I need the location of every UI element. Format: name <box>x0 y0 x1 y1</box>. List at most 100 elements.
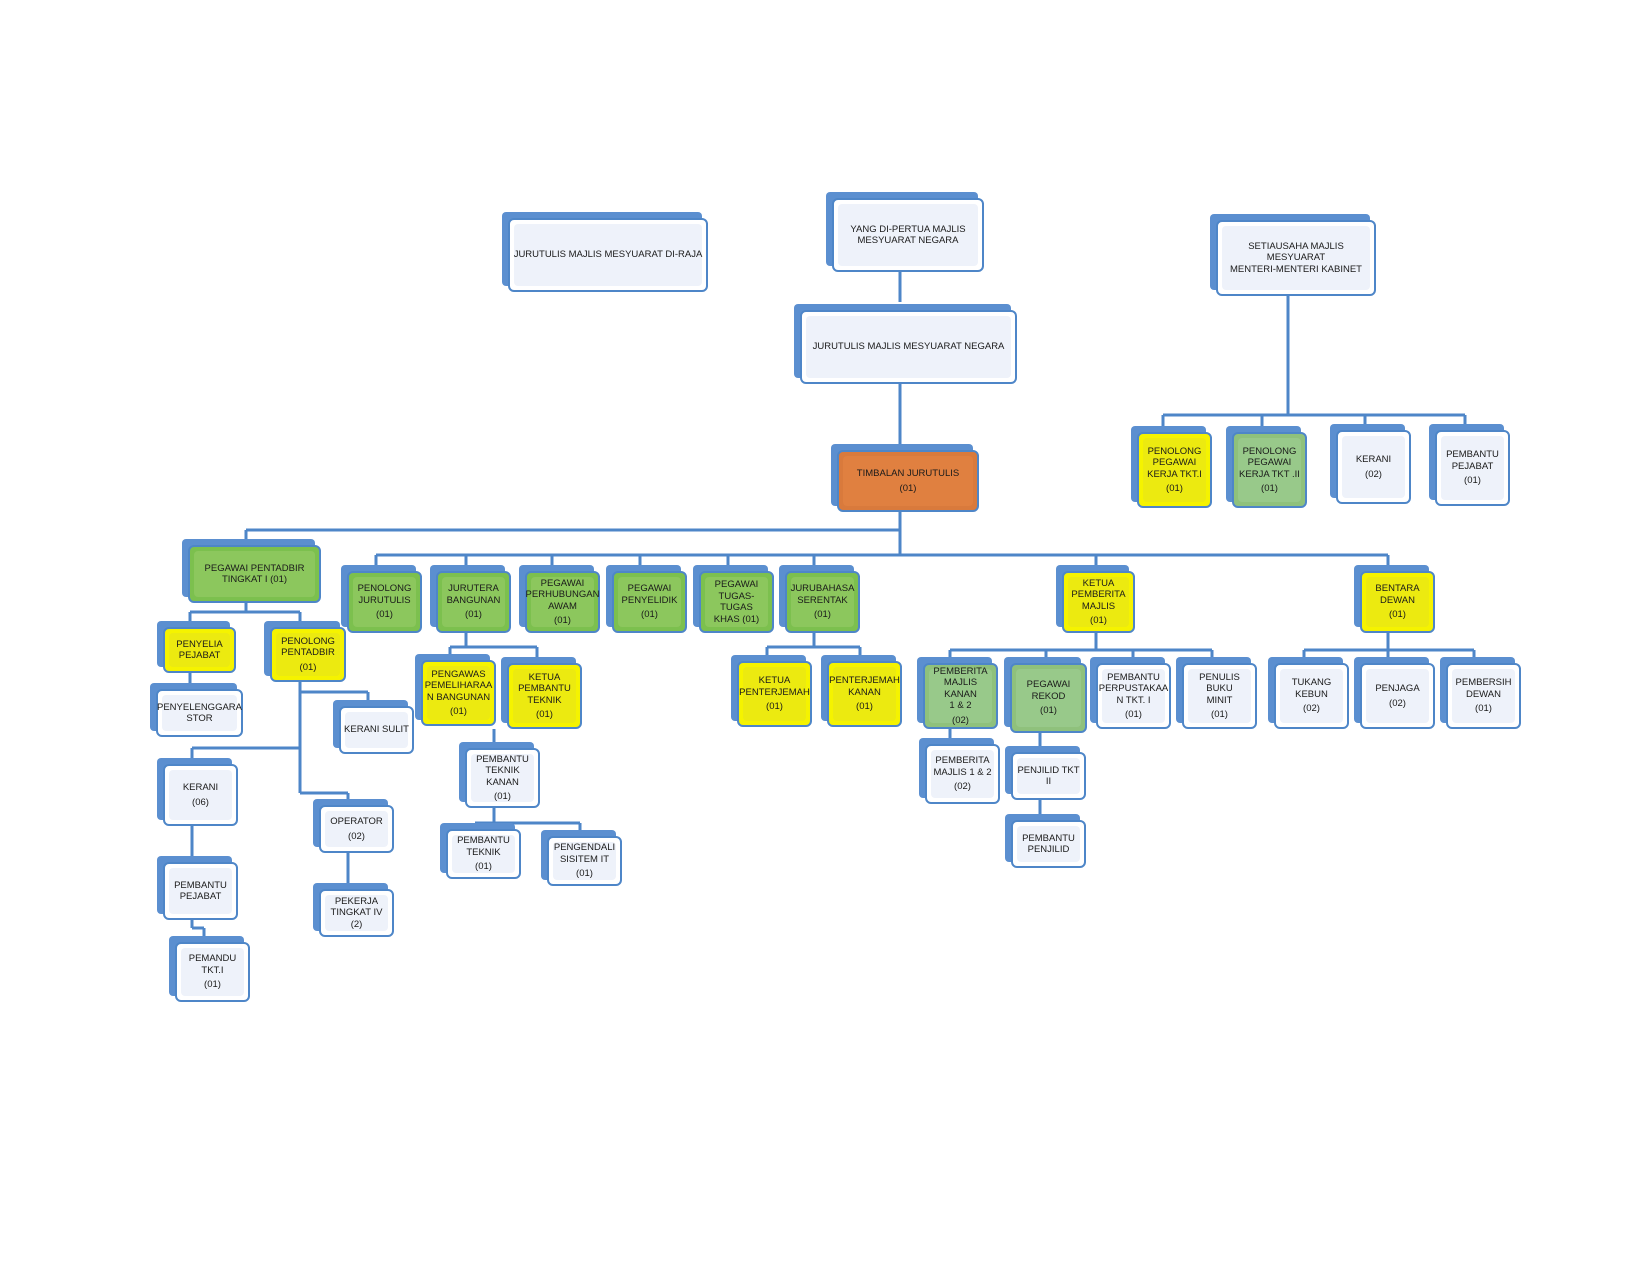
node-pembantu-teknik: PEMBANTU TEKNIK (01) <box>440 823 521 879</box>
node-count: (01) <box>899 482 917 494</box>
node-label: BENTARA DEWAN <box>1375 583 1420 606</box>
node-count: (01) <box>376 609 393 621</box>
node-pegawai-tugas-khas: PEGAWAI TUGAS-TUGAS KHAS (01) <box>693 565 774 633</box>
node-pemandu: PEMANDU TKT.I (01) <box>169 936 250 1002</box>
node-count: (01) <box>856 701 873 713</box>
node-label: KETUA PEMBANTU TEKNIK <box>518 671 571 706</box>
node-pengawas-pemeliharaan: PENGAWAS PEMELIHARAA N BANGUNAN (01) <box>415 654 496 726</box>
node-setiausaha-kabinet: SETIAUSAHA MAJLIS MESYUARAT MENTERI-MENT… <box>1210 214 1376 296</box>
node-label: PEGAWAI PERHUBUNGAN AWAM <box>525 577 600 612</box>
node-label: PEGAWAI PENTADBIR TINGKAT I (01) <box>204 562 305 586</box>
node-pembantu-pejabat-kabinet: PEMBANTU PEJABAT (01) <box>1429 424 1510 506</box>
node-operator: OPERATOR (02) <box>313 799 394 853</box>
node-count: (01) <box>1464 475 1481 487</box>
node-ketua-pembantu-teknik: KETUA PEMBANTU TEKNIK (01) <box>501 657 582 729</box>
node-label: PEMBANTU TEKNIK <box>457 835 510 858</box>
node-label: JURUBAHASA SERENTAK <box>790 583 855 606</box>
node-count: (01) <box>1261 483 1278 494</box>
node-label: PENOLONG JURUTULIS <box>357 583 412 606</box>
node-label: PENGENDALI SISITEM IT <box>553 842 616 865</box>
node-penyelia-pejabat: PENYELIA PEJABAT <box>157 621 236 673</box>
node-kerani-sulit: KERANI SULIT <box>333 700 414 754</box>
node-count: (01) <box>814 609 831 621</box>
node-label: PENYELENGGARA STOR <box>157 701 242 725</box>
node-label: PEMBERSIH DEWAN <box>1455 677 1512 700</box>
node-count: (02) <box>952 714 969 726</box>
node-label: PENOLONG PEGAWAI KERJA TKT.I <box>1147 445 1202 480</box>
node-jurutera-bangunan: JURUTERA BANGUNAN (01) <box>430 565 511 633</box>
node-count: (06) <box>192 796 209 808</box>
node-label: PEMBERITA MAJLIS 1 & 2 <box>933 755 992 778</box>
node-count: (02) <box>1389 697 1406 709</box>
node-penulis-buku-minit: PENULIS BUKU MINIT (01) <box>1176 657 1257 729</box>
node-timbalan-jurutulis: TIMBALAN JURUTULIS (01) <box>831 444 979 512</box>
node-pemberita-kanan: PEMBERITA MAJLIS KANAN 1 & 2 (02) <box>917 657 998 729</box>
node-label: PEMBANTU TEKNIK KANAN <box>476 753 529 788</box>
node-label: PENYELIA PEJABAT <box>176 638 223 662</box>
node-label: SETIAUSAHA MAJLIS MESYUARAT MENTERI-MENT… <box>1230 240 1362 275</box>
node-count: (01) <box>536 709 553 720</box>
node-label: KERANI <box>1355 454 1392 465</box>
node-pembersih-dewan: PEMBERSIH DEWAN (01) <box>1440 657 1521 729</box>
node-count: (02) <box>348 830 365 842</box>
node-label: PEKERJA TINGKAT IV (2) <box>330 895 383 930</box>
node-label: JURUTULIS MAJLIS MESYUARAT NEGARA <box>812 341 1005 353</box>
node-count: (02) <box>1303 703 1320 715</box>
node-count: (01) <box>766 701 783 713</box>
node-pegawai-perhubungan: PEGAWAI PERHUBUNGAN AWAM (01) <box>519 565 600 633</box>
node-label: PEMBANTU PEJABAT <box>1446 449 1499 472</box>
node-label: PENTERJEMAH KANAN <box>829 675 900 698</box>
node-label: PEGAWAI TUGAS-TUGAS KHAS (01) <box>713 579 760 625</box>
node-penterjemah-kanan: PENTERJEMAH KANAN (01) <box>821 655 902 727</box>
node-label: PENGAWAS PEMELIHARAA N BANGUNAN <box>424 668 493 703</box>
node-label: YANG DI-PERTUA MAJLIS MESYUARAT NEGARA <box>850 223 966 247</box>
node-label: PEMBANTU PERPUSTAKAA N TKT. I <box>1098 671 1169 706</box>
node-count: (01) <box>494 791 511 802</box>
node-label: TUKANG KEBUN <box>1291 677 1332 700</box>
node-label: PEMBANTU PENJILID <box>1022 832 1075 856</box>
node-label: PENJAGA <box>1375 683 1420 694</box>
node-count: (01) <box>1166 483 1183 494</box>
node-penolong-kerja-1: PENOLONG PEGAWAI KERJA TKT.I (01) <box>1131 426 1212 508</box>
node-count: (01) <box>1389 609 1406 621</box>
node-label: PEGAWAI PENYELIDIK <box>621 583 678 606</box>
node-penjilid-tkt-2: PENJILID TKT II <box>1005 746 1086 800</box>
node-jurubahasa-serentak: JURUBAHASA SERENTAK (01) <box>779 565 860 633</box>
node-count: (01) <box>475 861 492 873</box>
node-pegawai-pentadbir-1: PEGAWAI PENTADBIR TINGKAT I (01) <box>182 539 321 603</box>
node-ketua-penterjemah: KETUA PENTERJEMAH (01) <box>731 655 812 727</box>
node-penolong-pentadbir: PENOLONG PENTADBIR (01) <box>264 621 346 682</box>
node-count: (01) <box>554 615 571 626</box>
node-yang-dipertua: YANG DI-PERTUA MAJLIS MESYUARAT NEGARA <box>826 192 984 272</box>
node-pembantu-perpustakaan: PEMBANTU PERPUSTAKAA N TKT. I (01) <box>1090 657 1171 729</box>
node-label: PEGAWAI REKOD <box>1026 679 1071 702</box>
node-kerani: KERANI (06) <box>157 758 238 826</box>
node-count: (01) <box>641 609 658 621</box>
node-label: OPERATOR <box>330 816 383 827</box>
node-penjaga: PENJAGA (02) <box>1354 657 1435 729</box>
node-pembantu-pejabat: PEMBANTU PEJABAT <box>157 856 238 920</box>
node-pemberita-majlis: PEMBERITA MAJLIS 1 & 2 (02) <box>919 738 1000 804</box>
node-label: JURUTULIS MAJLIS MESYUARAT DI-RAJA <box>513 249 703 261</box>
node-count: (01) <box>1040 705 1057 717</box>
node-count: (01) <box>450 706 467 717</box>
node-label: JURUTERA BANGUNAN <box>446 583 501 606</box>
node-count: (02) <box>954 781 971 793</box>
node-count: (01) <box>1475 703 1492 715</box>
node-label: PEMBERITA MAJLIS KANAN 1 & 2 <box>933 665 988 712</box>
node-jurutulis-negara: JURUTULIS MAJLIS MESYUARAT NEGARA <box>794 304 1017 384</box>
node-jurutulis-diraja: JURUTULIS MAJLIS MESYUARAT DI-RAJA <box>502 212 708 292</box>
node-ketua-pemberita: KETUA PEMBERITA MAJLIS (01) <box>1056 565 1135 633</box>
node-penolong-jurutulis: PENOLONG JURUTULIS (01) <box>341 565 422 633</box>
node-pegawai-rekod: PEGAWAI REKOD (01) <box>1004 657 1087 733</box>
node-pembantu-teknik-kanan: PEMBANTU TEKNIK KANAN (01) <box>459 742 540 808</box>
node-penolong-kerja-2: PENOLONG PEGAWAI KERJA TKT .II (01) <box>1226 426 1307 508</box>
node-pengendali-it: PENGENDALI SISITEM IT (01) <box>541 830 622 886</box>
node-count: (01) <box>1090 615 1107 626</box>
node-label: KETUA PEMBERITA MAJLIS <box>1071 577 1126 612</box>
node-label: PENULIS BUKU MINIT <box>1199 671 1240 706</box>
node-label: PENOLONG PEGAWAI KERJA TKT .II <box>1239 445 1300 480</box>
node-label: TIMBALAN JURUTULIS <box>856 468 960 479</box>
node-label: PEMANDU TKT.I <box>188 953 237 976</box>
node-pegawai-penyelidik: PEGAWAI PENYELIDIK (01) <box>606 565 687 633</box>
